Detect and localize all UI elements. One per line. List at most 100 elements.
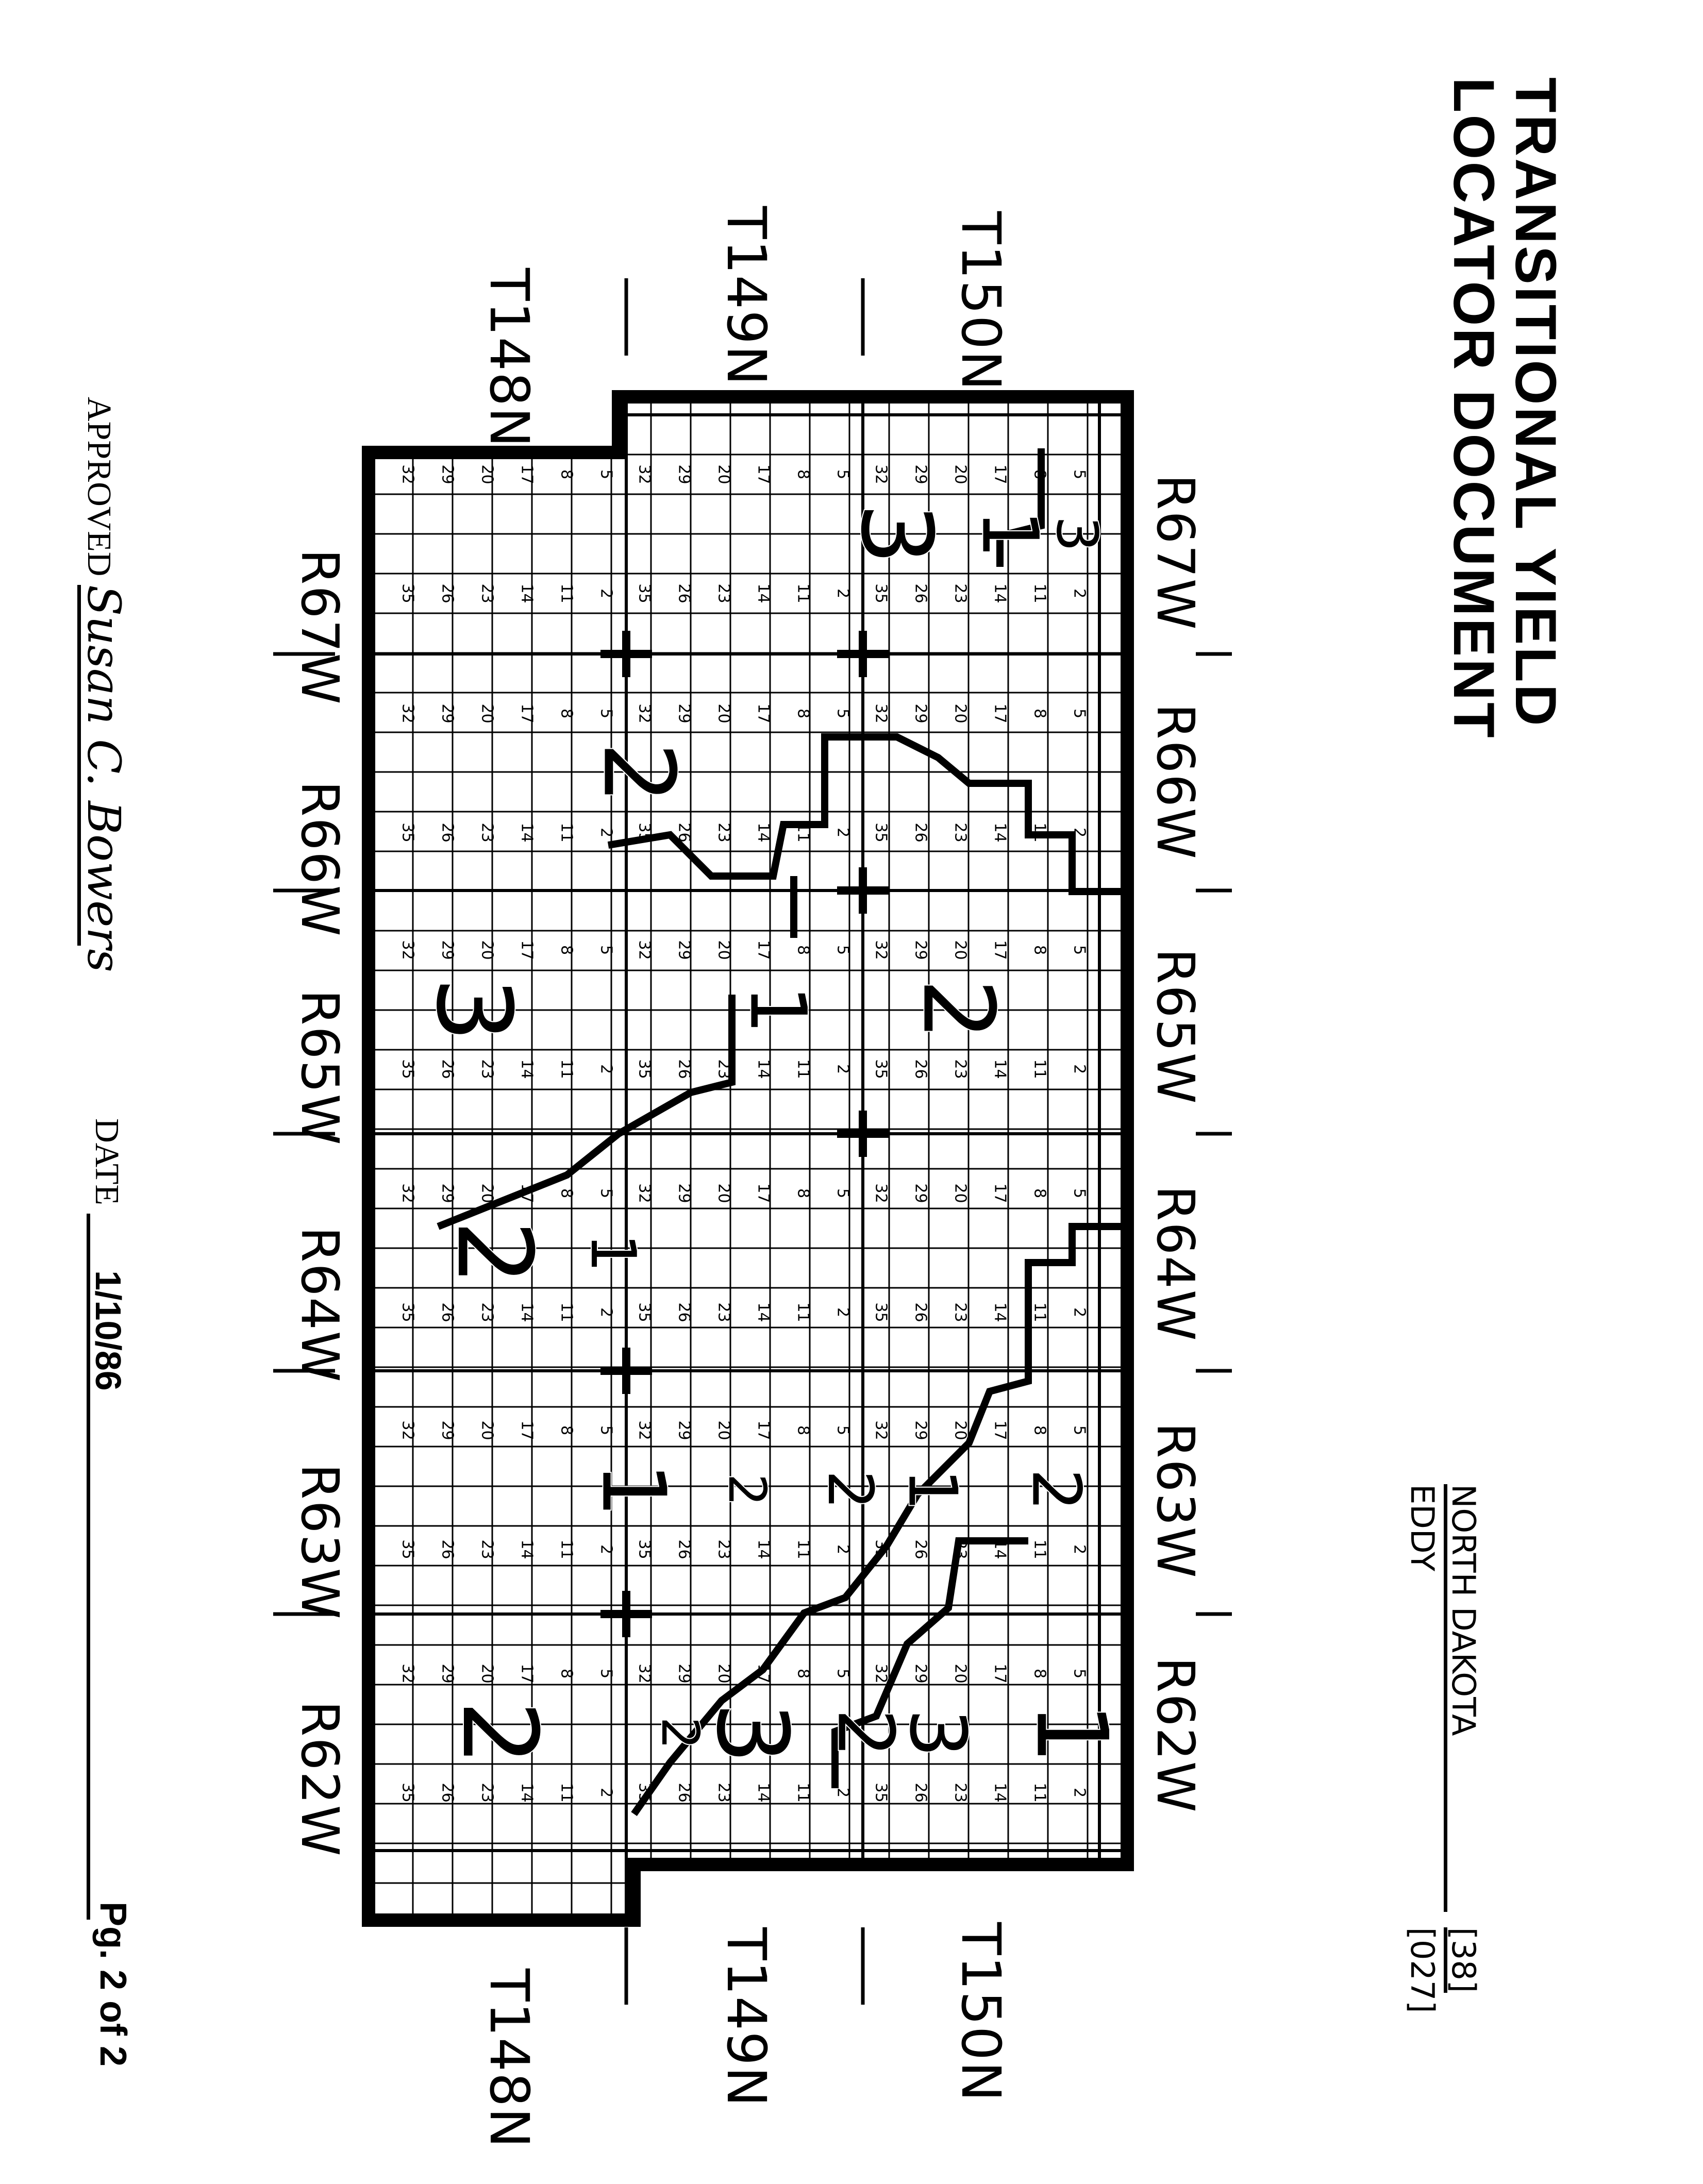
section-number: 35 [872,822,890,842]
section-number: 11 [1031,1783,1049,1802]
section-number: 8 [558,945,576,955]
section-number: 5 [834,469,852,479]
section-number: 8 [558,1669,576,1678]
section-number: 5 [1071,945,1089,955]
county-boundary [362,390,1134,1927]
section-number: 26 [912,1302,930,1322]
section-number: 29 [675,1664,693,1683]
section-number: 8 [794,1669,812,1678]
section-number: 29 [675,464,693,484]
section-number: 35 [872,1059,890,1079]
section-number: 2 [597,828,615,837]
signature: Susan C. Bowers [77,584,130,972]
section-number: 17 [991,1664,1009,1683]
section-number: 5 [597,1188,615,1198]
section-number: 5 [1071,469,1089,479]
section-number: 20 [478,940,496,960]
section-number: 2 [597,589,615,598]
section-number: 2 [597,1307,615,1317]
section-number: 2 [1071,1064,1089,1074]
zone-number: 3 [893,1708,982,1757]
zone-number: 2 [717,1473,777,1506]
section-number: 5 [597,709,615,718]
section-number: 8 [794,709,812,718]
section-number: 35 [399,1783,417,1802]
section-number: 35 [872,1783,890,1802]
section-number: 20 [951,1183,970,1203]
section-number: 23 [478,1539,496,1559]
section-number: 20 [478,464,496,484]
section-number: 23 [715,1302,733,1322]
section-number: 26 [912,1783,930,1802]
section-number: 20 [715,1420,733,1440]
section-number: 32 [399,940,417,960]
section-number: 20 [951,464,970,484]
section-number: 32 [636,1420,654,1440]
section-number: 35 [636,583,654,603]
section-number: 23 [715,1539,733,1559]
section-number: 8 [558,469,576,479]
section-number: 32 [872,464,890,484]
section-number: 26 [439,1539,457,1559]
plus-marker [837,867,889,914]
section-number: 32 [636,1183,654,1203]
section-number: 35 [399,583,417,603]
zone-number: 2 [439,1700,559,1766]
section-number: 2 [597,1788,615,1797]
section-number: 23 [951,1059,970,1079]
section-number: 17 [518,1664,536,1683]
section-number: 2 [1071,1544,1089,1554]
section-number: 2 [1071,1788,1089,1797]
section-number: 14 [518,1783,536,1802]
section-number: 11 [558,1302,576,1322]
section-number: 23 [951,1783,970,1802]
section-number: 32 [872,940,890,960]
section-number: 20 [715,1664,733,1683]
section-number: 11 [558,583,576,603]
section-number: 32 [636,464,654,484]
section-number: 35 [399,1059,417,1079]
section-number: 26 [675,1302,693,1322]
section-number: 29 [439,1664,457,1683]
section-number: 20 [478,1420,496,1440]
section-number: 17 [991,940,1009,960]
plus-markers [600,631,889,1637]
section-number: 11 [558,1059,576,1079]
section-number: 20 [951,703,970,723]
section-number: 26 [675,1539,693,1559]
section-number: 8 [794,945,812,955]
section-number: 35 [872,1302,890,1322]
section-number: 14 [755,1302,773,1322]
section-number: 14 [518,1539,536,1559]
section-number: 26 [675,583,693,603]
section-number: 26 [912,1059,930,1079]
zone-number: 2 [1017,1469,1096,1511]
zone-number: 1 [894,1469,972,1511]
section-number: 29 [439,464,457,484]
section-number: 11 [1031,1059,1049,1079]
plus-marker [600,1348,652,1394]
section-number: 32 [872,1183,890,1203]
section-number: 17 [755,464,773,484]
section-number: 11 [794,1302,812,1322]
section-number: 20 [951,1664,970,1683]
section-number: 5 [834,1188,852,1198]
section-number: 32 [872,1420,890,1440]
section-number: 8 [1031,709,1049,718]
section-number: 29 [439,703,457,723]
section-number: 35 [636,1059,654,1079]
section-number: 32 [399,1664,417,1683]
section-number: 35 [872,583,890,603]
date-label: DATE [88,1118,126,1205]
section-number: 14 [991,822,1009,842]
section-number: 14 [991,583,1009,603]
section-grid [369,397,1127,1920]
zone-number: 2 [821,1708,910,1757]
section-number: 14 [755,1783,773,1802]
section-number: 5 [834,1669,852,1678]
section-number: 11 [1031,583,1049,603]
section-number: 23 [951,583,970,603]
section-number: 26 [675,1059,693,1079]
section-number: 23 [478,1302,496,1322]
